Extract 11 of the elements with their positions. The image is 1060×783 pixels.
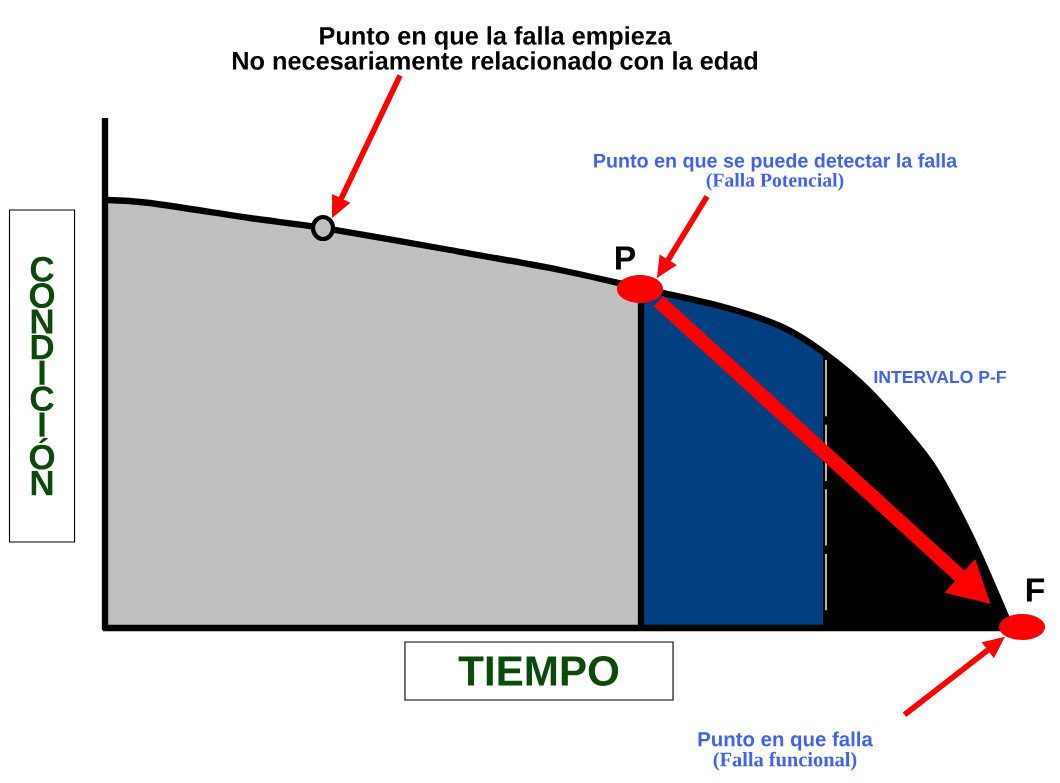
annotation-text: Punto en que la falla empieza No necesariamente relacionado con la edad xyxy=(232,26,758,70)
point-label: P xyxy=(616,246,636,270)
point-marker xyxy=(617,275,663,303)
axis-title-box: CONDICIÓN xyxy=(8,209,76,543)
region-label: INTERVALO P-F xyxy=(874,370,1006,384)
annotation-text: Punto en que se puede detectar la falla (Falla Potencial) xyxy=(594,153,958,191)
annotation-text: Punto en que falla (Falla funcional) xyxy=(698,731,873,771)
start-point-marker xyxy=(310,214,336,242)
point-label: F xyxy=(1026,578,1045,602)
axis-title-box: TIEMPO xyxy=(404,641,674,701)
point-marker xyxy=(999,614,1045,640)
